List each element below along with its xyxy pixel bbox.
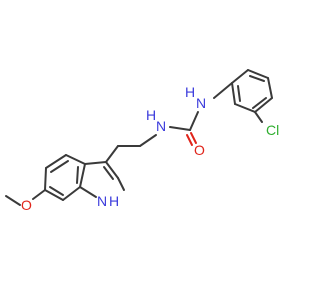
carbonyl-bond-2 bbox=[186, 134, 193, 146]
indole-n-atom: N bbox=[97, 193, 107, 209]
indole-n-hydrogen: H bbox=[109, 193, 119, 209]
ethyl-bond-3 bbox=[105, 145, 119, 163]
methyl-bond bbox=[5, 195, 21, 206]
chlorine-atom: Cl bbox=[266, 122, 279, 138]
urea-c-n-bond-2 bbox=[169, 126, 191, 131]
c-cl-bond bbox=[254, 111, 263, 123]
nh-urea-atom: N bbox=[196, 95, 206, 111]
methoxy-oxygen: O bbox=[21, 197, 32, 213]
oxygen-atom: O bbox=[194, 142, 205, 158]
n-urea-hydrogen: H bbox=[146, 107, 156, 123]
indole-pyrrole-ring bbox=[79, 161, 125, 198]
nh-urea-hydrogen: H bbox=[185, 84, 195, 100]
aryl-n-bond bbox=[213, 82, 233, 99]
indole-benzene-ring bbox=[44, 154, 86, 201]
chlorophenyl-ring bbox=[231, 69, 273, 113]
carbonyl-bond-1 bbox=[190, 132, 197, 144]
ethyl-bond-1 bbox=[139, 134, 157, 147]
n-urea-atom: N bbox=[156, 118, 166, 134]
molecule-structure: Cl N H O N H O N H bbox=[5, 69, 279, 213]
methoxy-o-bond bbox=[32, 189, 46, 200]
urea-c-n-bond-1 bbox=[189, 111, 199, 131]
